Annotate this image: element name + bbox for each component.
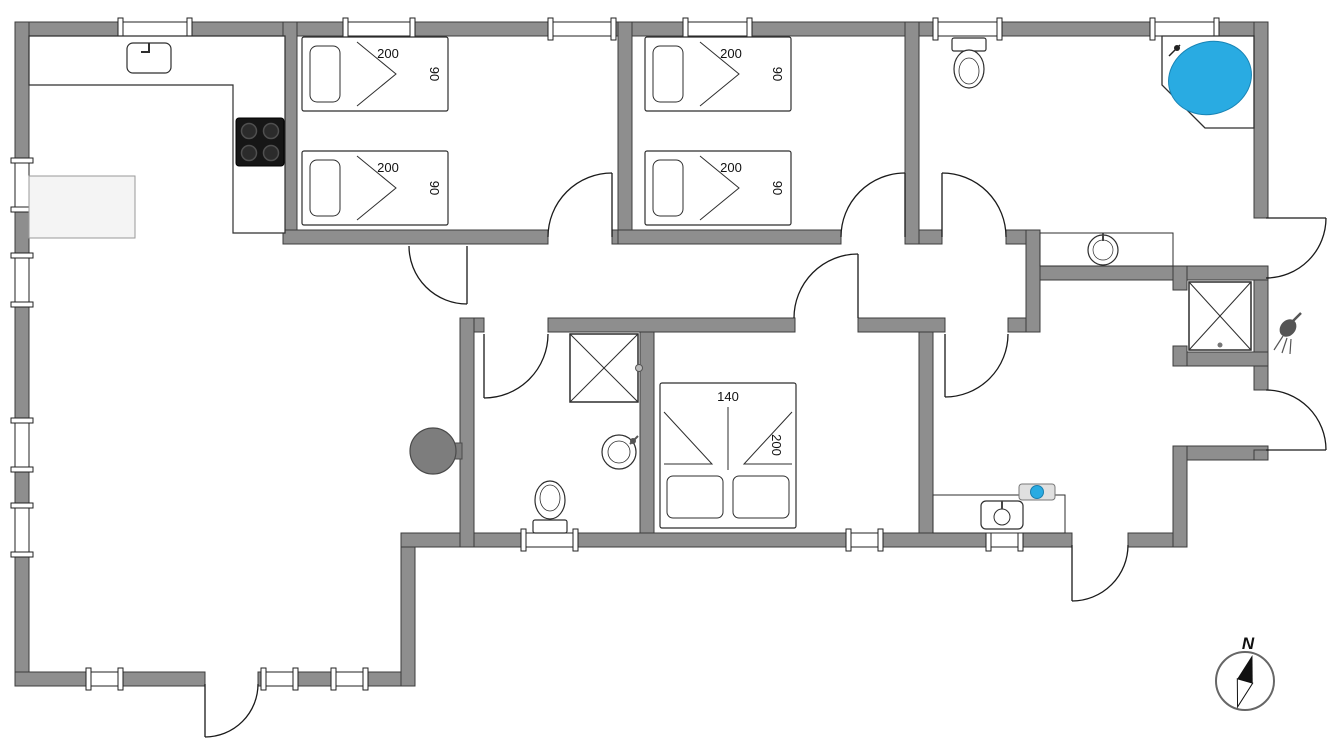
door-utility-room xyxy=(944,333,1009,398)
bed-length-label: 200 xyxy=(377,160,399,175)
kitchen-counter xyxy=(28,35,286,234)
wall-segment xyxy=(1172,345,1188,367)
water-heater-icon xyxy=(409,427,463,475)
wall-segment xyxy=(14,21,1269,37)
bed-length-label: 200 xyxy=(769,434,784,456)
single-bed xyxy=(301,36,449,112)
sideboard xyxy=(28,175,136,239)
kitchen-sink-icon xyxy=(126,42,172,74)
window xyxy=(10,502,34,558)
shower-head-icon xyxy=(1273,312,1302,355)
door-exterior-utility xyxy=(1071,544,1129,602)
shower-cabin-icon xyxy=(1188,281,1252,351)
window xyxy=(845,528,884,552)
window xyxy=(682,17,753,41)
wall-segment xyxy=(904,21,920,245)
window xyxy=(10,157,34,213)
wall-segment xyxy=(1172,265,1188,291)
door-master-bedroom xyxy=(793,253,859,319)
doors xyxy=(204,172,1327,738)
wall-segment xyxy=(282,229,549,245)
toilet-icon xyxy=(532,480,568,534)
compass: N xyxy=(1215,634,1275,711)
compass-north-label: N xyxy=(1242,634,1255,653)
utility-sink-counter-icon xyxy=(932,483,1066,534)
bathtub-water xyxy=(1168,40,1252,116)
door-exterior-southwest xyxy=(204,683,259,738)
wall-segment xyxy=(1253,21,1269,219)
door-bedroom-top-left xyxy=(547,172,613,238)
wall-segment xyxy=(1007,317,1027,333)
bed-width-label: 90 xyxy=(427,67,442,81)
window xyxy=(260,667,299,691)
washbasin-counter-icon xyxy=(1039,232,1174,267)
door-bathroom-middle xyxy=(483,333,549,399)
wall-segment xyxy=(400,532,1073,548)
shower-icon xyxy=(569,333,643,403)
window xyxy=(117,17,193,41)
bed-length-label: 200 xyxy=(377,46,399,61)
window xyxy=(85,667,124,691)
double-bed xyxy=(659,382,797,529)
wall-segment xyxy=(1186,351,1269,367)
wall-segment xyxy=(1039,265,1269,281)
door-bedroom-top-middle xyxy=(840,172,906,238)
window xyxy=(520,528,579,552)
wall-segment xyxy=(547,317,796,333)
wall-segment xyxy=(918,229,943,245)
wall-segment xyxy=(1172,445,1188,548)
window xyxy=(547,17,617,41)
wall-segment xyxy=(1253,449,1269,461)
dimension-labels: 200 90 200 90 200 90 200 90 140 200 xyxy=(377,46,785,456)
bed-width-label: 90 xyxy=(770,181,785,195)
wall-segment xyxy=(918,317,934,534)
window xyxy=(10,417,34,473)
round-washbasin-icon xyxy=(601,434,639,470)
single-bed xyxy=(644,150,792,226)
walls xyxy=(14,21,1269,687)
wall-segment xyxy=(1253,277,1269,391)
door-bathroom-top xyxy=(941,172,1007,238)
door-exterior-east-lower xyxy=(1265,389,1327,451)
wall-segment xyxy=(473,317,485,333)
window xyxy=(10,252,34,308)
corner-bathtub-icon xyxy=(1161,35,1255,129)
cooktop-icon xyxy=(235,117,285,167)
wall-segment xyxy=(1025,229,1041,333)
door-exterior-east-upper xyxy=(1265,217,1327,279)
toilet-icon xyxy=(951,37,987,89)
window xyxy=(932,17,1003,41)
wall-segment xyxy=(617,21,633,245)
windows xyxy=(10,17,1220,691)
wall-segment xyxy=(1005,229,1027,245)
wall-segment xyxy=(611,229,619,245)
bed-length-label: 200 xyxy=(720,46,742,61)
bed-width-label: 140 xyxy=(717,389,739,404)
bed-width-label: 90 xyxy=(427,181,442,195)
bed-length-label: 200 xyxy=(720,160,742,175)
window xyxy=(330,667,369,691)
bed-width-label: 90 xyxy=(770,67,785,81)
window xyxy=(342,17,416,41)
wall-segment xyxy=(14,21,30,687)
wall-segment xyxy=(857,317,946,333)
single-bed xyxy=(644,36,792,112)
door-hall-living xyxy=(408,245,468,305)
wall-segment xyxy=(459,317,475,548)
single-bed xyxy=(301,150,449,226)
wall-segment xyxy=(617,229,842,245)
wall-segment xyxy=(400,532,416,687)
wall-segment xyxy=(639,331,655,534)
